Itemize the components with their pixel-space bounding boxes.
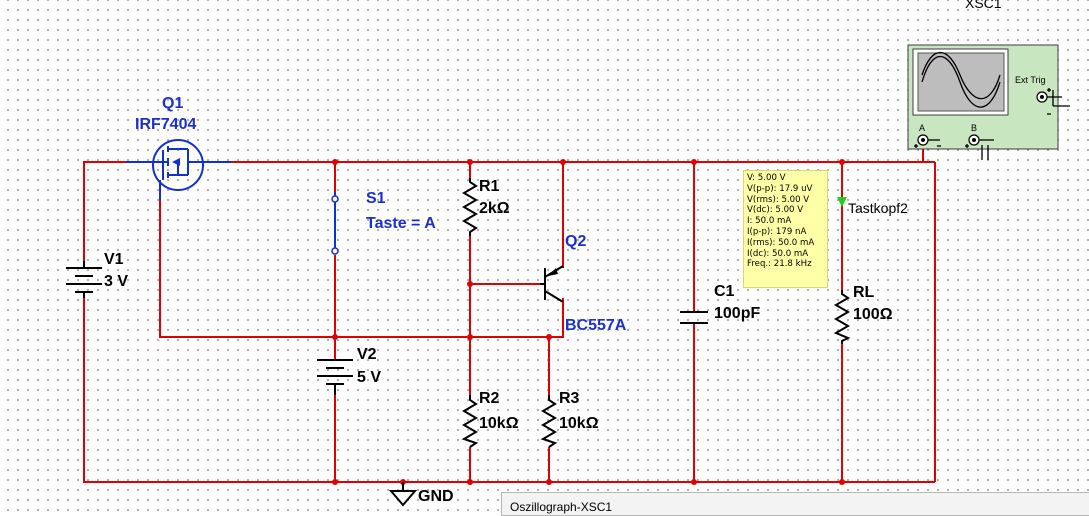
channel-a-label: A	[919, 123, 925, 133]
c1-capacitor[interactable]	[680, 311, 708, 324]
probe-reading: I: 50.0 mA	[747, 216, 792, 227]
oscilloscope-window-titlebar[interactable]: Oszillograph-XSC1	[501, 492, 1089, 516]
s1-key-label: Taste = A	[366, 215, 436, 232]
rl-value-label: 100Ω	[853, 306, 893, 323]
q2-part-label: BC557A	[565, 317, 627, 334]
ground-symbol-icon[interactable]	[388, 482, 418, 507]
probe-reading: I(p-p): 179 nA	[747, 226, 807, 237]
r2-resistor[interactable]	[461, 395, 479, 448]
r3-resistor[interactable]	[540, 395, 558, 448]
probe-reading: V(dc): 5.00 V	[747, 205, 804, 216]
r2-ref-label: R2	[479, 390, 500, 407]
probe-label: Tastkopf2	[848, 200, 908, 216]
v1-value-label: 3 V	[104, 273, 128, 290]
r3-ref-label: R3	[559, 390, 580, 407]
q2-transistor[interactable]	[540, 265, 564, 337]
probe-reading: V(p-p): 17.9 uV	[747, 183, 813, 194]
probe-reading: Freq.: 21.8 kHz	[747, 259, 812, 270]
r3-value-label: 10kΩ	[559, 415, 599, 432]
probe-reading: I(dc): 50.0 mA	[747, 248, 809, 259]
s1-ref-label: S1	[366, 190, 386, 207]
v1-ref-label: V1	[104, 251, 124, 268]
r1-resistor[interactable]	[462, 178, 478, 236]
probe-reading: V(rms): 5.00 V	[747, 194, 810, 205]
window-title: Oszillograph-XSC1	[510, 500, 613, 514]
channel-b-label: B	[971, 123, 977, 133]
ext-trig-label: Ext Trig	[1015, 75, 1046, 85]
probe-reading: I(rms): 50.0 mA	[747, 237, 815, 248]
q2-ref-label: Q2	[565, 233, 586, 250]
wires	[83, 146, 936, 483]
q1-mosfet[interactable]	[126, 139, 231, 200]
oscilloscope-xsc1[interactable]	[907, 44, 1070, 160]
r1-ref-label: R1	[479, 178, 500, 195]
rl-ref-label: RL	[853, 284, 875, 301]
q1-part-label: IRF7404	[135, 116, 196, 133]
rl-resistor[interactable]	[833, 290, 851, 344]
probe-reading: V: 5.00 V	[747, 173, 786, 183]
v2-value-label: 5 V	[357, 369, 381, 386]
gnd-label: GND	[418, 488, 454, 505]
probe-readings-tooltip: V: 5.00 V V(p-p): 17.9 uV V(rms): 5.00 V…	[743, 170, 828, 288]
probe-marker-icon[interactable]	[837, 197, 847, 207]
r1-value-label: 2kΩ	[479, 200, 510, 217]
c1-ref-label: C1	[714, 283, 735, 300]
q1-ref-label: Q1	[162, 95, 183, 112]
xsc1-ref-label: XSC1	[965, 0, 1002, 11]
v2-battery[interactable]	[317, 359, 353, 395]
v2-ref-label: V2	[357, 346, 377, 363]
c1-value-label: 100pF	[714, 305, 760, 322]
junction-dots	[332, 159, 845, 485]
r2-value-label: 10kΩ	[479, 415, 519, 432]
v1-battery[interactable]	[66, 261, 102, 298]
s1-switch[interactable]	[331, 192, 339, 255]
